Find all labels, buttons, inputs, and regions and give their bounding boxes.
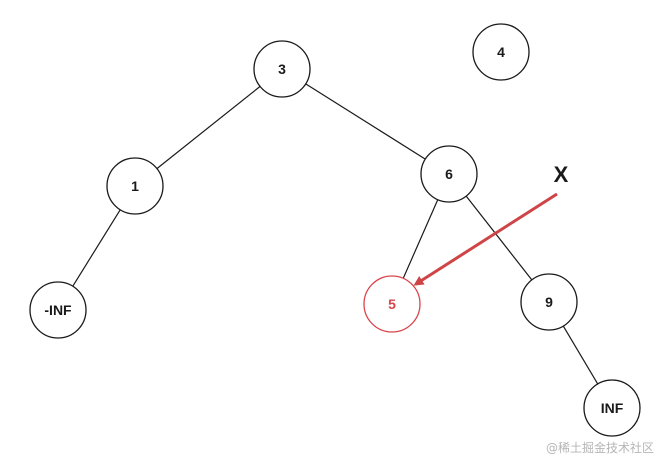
tree-node-n3: 3 [253, 40, 311, 98]
pointer-arrow [413, 192, 558, 286]
tree-node-nneginf: -INF [29, 281, 87, 339]
edge-n6-n5 [402, 199, 439, 279]
edge-n3-n6 [305, 83, 426, 160]
pointer-label: X [554, 162, 569, 187]
tree-node-ninf: INF [583, 379, 641, 437]
node-label: 1 [131, 178, 139, 194]
edge-n9-ninf [562, 325, 599, 385]
node-label: 5 [388, 296, 396, 312]
node-circle [472, 23, 530, 81]
edge-n1-nneginf [72, 209, 121, 287]
node-circle [106, 157, 164, 215]
node-circle [520, 273, 578, 331]
node-circle [253, 40, 311, 98]
node-label: INF [601, 400, 624, 416]
pointer-layer: X [413, 162, 569, 286]
node-circle [420, 145, 478, 203]
tree-node-n6: 6 [420, 145, 478, 203]
edges-layer [72, 83, 599, 385]
watermark-text: @稀土掘金技术社区 [546, 440, 654, 455]
node-circle [363, 275, 421, 333]
node-circle [29, 281, 87, 339]
tree-node-n5: 5 [363, 275, 421, 333]
tree-node-n1: 1 [106, 157, 164, 215]
node-label: 6 [445, 166, 453, 182]
node-circle [583, 379, 641, 437]
tree-node-n4: 4 [472, 23, 530, 81]
node-label: 9 [545, 294, 553, 310]
tree-node-n9: 9 [520, 273, 578, 331]
node-label: -INF [44, 302, 72, 318]
node-label: 4 [497, 44, 505, 60]
edge-n3-n1 [156, 85, 261, 170]
edge-n6-n9 [465, 195, 533, 281]
node-label: 3 [278, 61, 286, 77]
